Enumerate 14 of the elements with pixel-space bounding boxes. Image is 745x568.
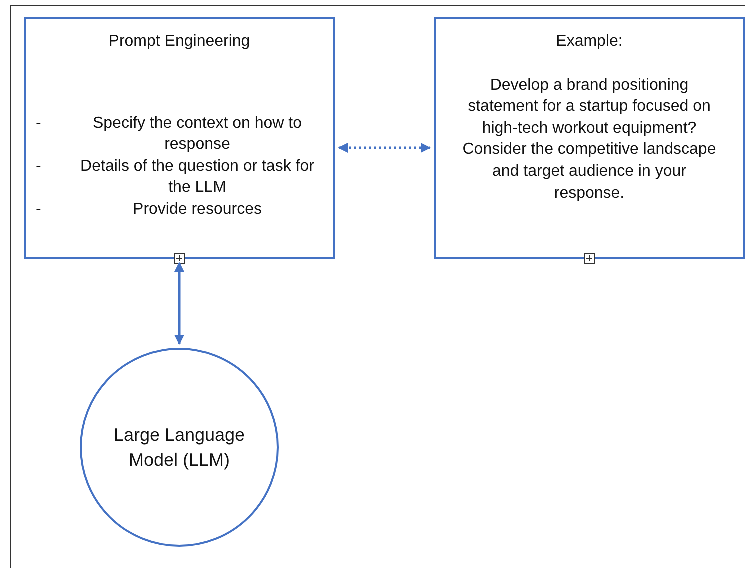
text-box bbox=[24, 17, 335, 259]
box-heading: Example: bbox=[556, 32, 623, 52]
double-arrow bbox=[338, 143, 431, 153]
list-item: Details of the question or task for the LLM bbox=[80, 158, 314, 196]
text-box bbox=[434, 17, 745, 259]
box-heading: Prompt Engineering bbox=[108, 32, 250, 52]
list-item: Provide resources bbox=[133, 200, 262, 218]
double-arrow bbox=[174, 262, 184, 345]
list-dash: - bbox=[36, 114, 42, 134]
list-dash: - bbox=[36, 200, 42, 220]
node-label: Large Language Model (LLM) bbox=[112, 424, 246, 472]
box-text: Develop a brand positioning statement for a startup focused on high-tech workout equipment? Consider the competitive landscape and target audience in your response. bbox=[462, 76, 718, 204]
list-dash: - bbox=[36, 156, 42, 177]
list-item: Specify the context on how to response bbox=[92, 114, 302, 154]
